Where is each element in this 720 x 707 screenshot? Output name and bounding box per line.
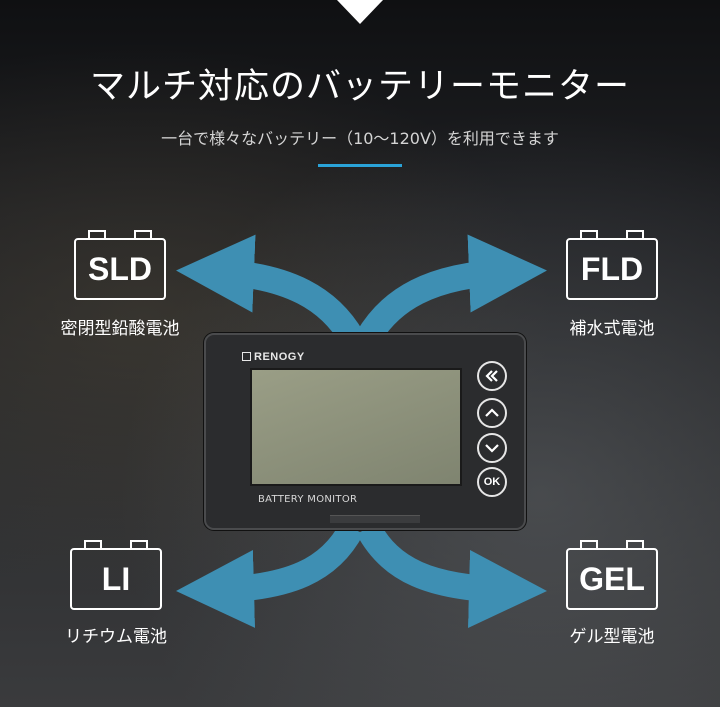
device-rail bbox=[330, 515, 420, 523]
battery-gel-icon: GEL bbox=[566, 540, 658, 610]
battery-monitor-device: RENOGY BATTERY MONITOR OK bbox=[204, 333, 526, 530]
back-icon bbox=[485, 370, 498, 382]
battery-li-icon: LI bbox=[70, 540, 162, 610]
top-notch bbox=[337, 0, 383, 24]
ok-button[interactable]: OK bbox=[477, 467, 507, 497]
battery-fld-code: FLD bbox=[580, 251, 644, 287]
arrow-to-gel bbox=[356, 521, 547, 628]
battery-li-label: リチウム電池 bbox=[65, 627, 167, 647]
brand-logo-icon bbox=[242, 352, 251, 361]
lcd-screen bbox=[250, 368, 462, 486]
battery-sld-code: SLD bbox=[88, 251, 152, 287]
battery-gel-label: ゲル型電池 bbox=[569, 627, 655, 647]
down-button[interactable] bbox=[477, 433, 507, 463]
device-brand: RENOGY bbox=[254, 351, 305, 363]
page-subtitle: 一台で様々なバッテリー（10～120V）を利用できます bbox=[161, 129, 559, 148]
page-title: マルチ対応のバッテリーモニター bbox=[89, 67, 630, 107]
battery-fld-label: 補水式電池 bbox=[569, 319, 655, 339]
arrow-to-li bbox=[176, 521, 364, 628]
arrow-to-fld bbox=[356, 234, 547, 345]
arrow-to-sld bbox=[176, 234, 364, 345]
device-label: BATTERY MONITOR bbox=[258, 494, 358, 505]
battery-gel-code: GEL bbox=[579, 561, 645, 597]
accent-divider bbox=[318, 164, 402, 167]
ok-label: OK bbox=[483, 476, 501, 488]
battery-fld-icon: FLD bbox=[566, 230, 658, 300]
up-button[interactable] bbox=[477, 398, 507, 428]
up-icon bbox=[485, 408, 499, 417]
battery-sld-label: 密閉型鉛酸電池 bbox=[60, 319, 180, 339]
battery-sld-icon: SLD bbox=[74, 230, 166, 300]
down-icon bbox=[485, 444, 499, 453]
battery-li-code: LI bbox=[101, 561, 131, 597]
back-button[interactable] bbox=[477, 361, 507, 391]
